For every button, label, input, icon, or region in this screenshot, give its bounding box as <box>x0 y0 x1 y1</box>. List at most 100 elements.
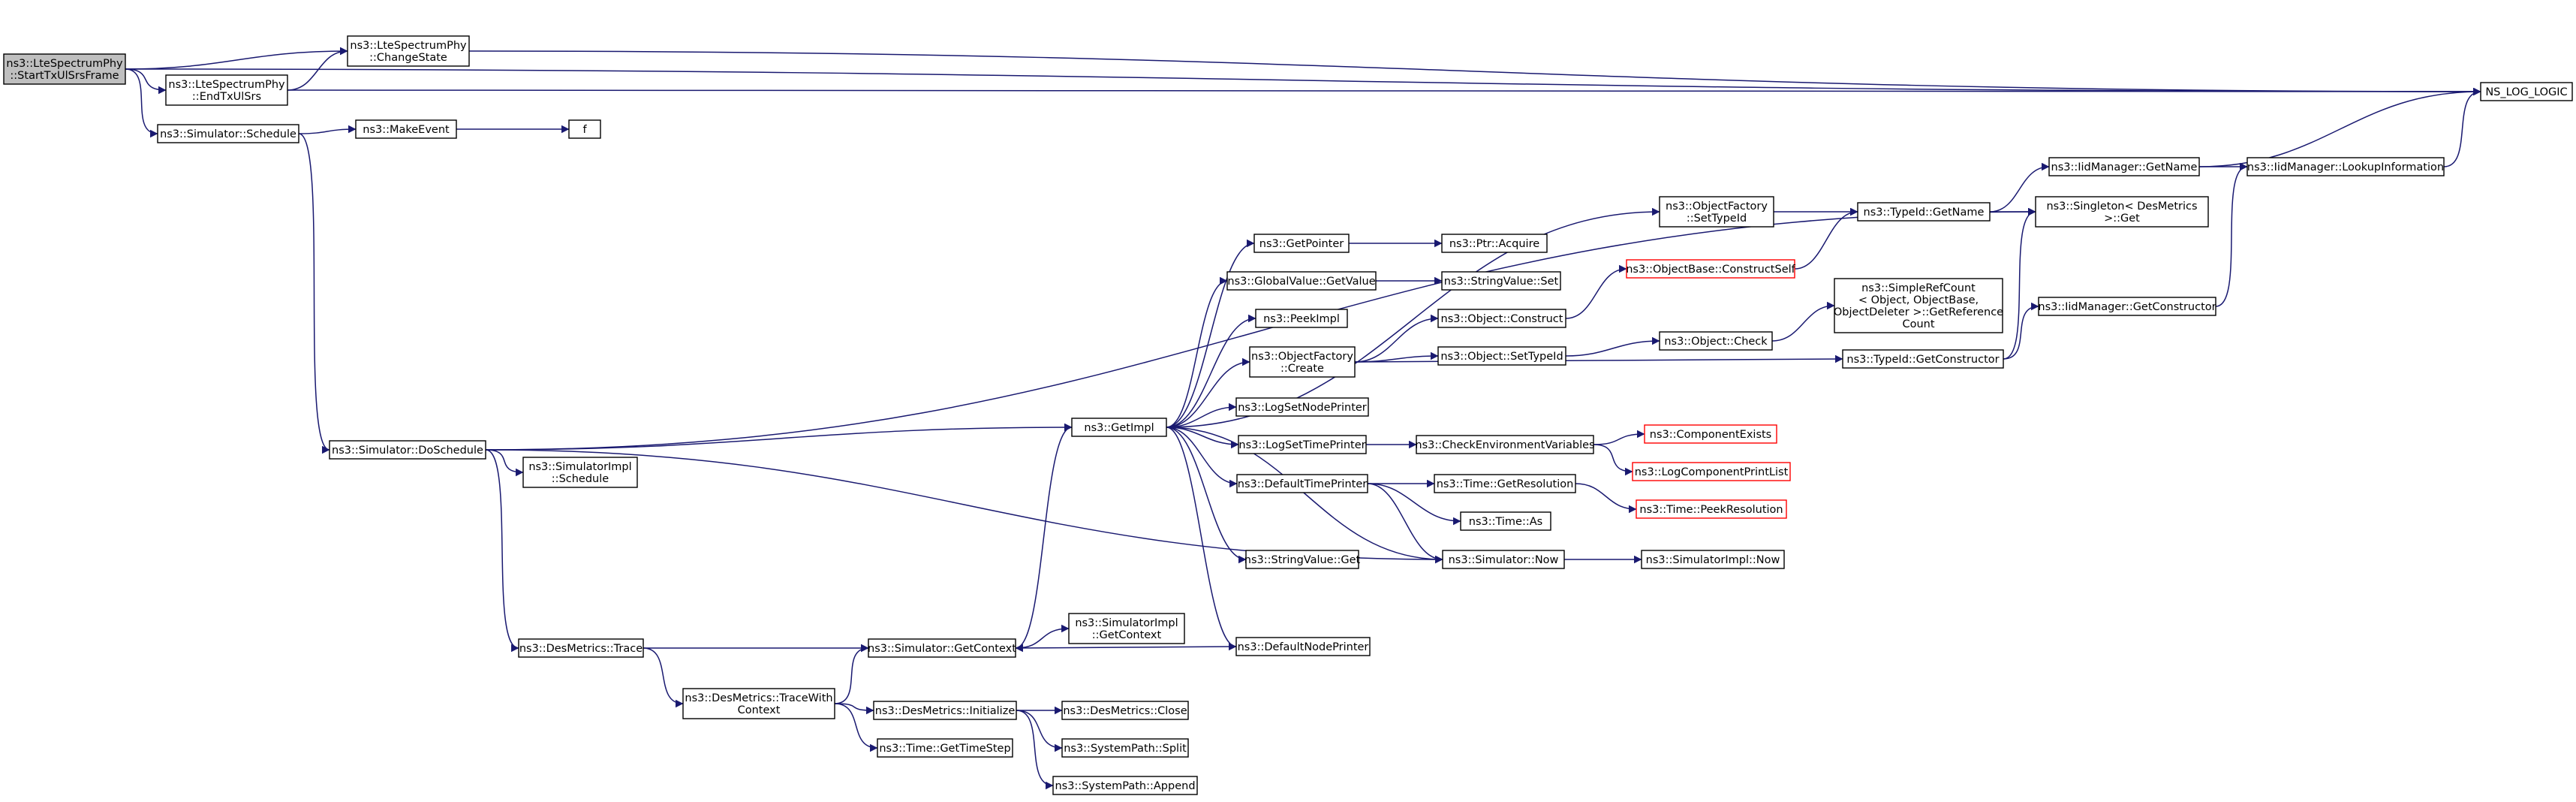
graph-node-iidmanagergetname[interactable]: ns3::IidManager::GetName <box>2048 157 2200 176</box>
node-box <box>873 701 1017 720</box>
graph-edge-iidmanagerlookup-to-nslog <box>2443 87 2481 167</box>
graph-node-f[interactable]: f <box>568 119 601 139</box>
graph-node-objectconstruct[interactable]: ns3::Object::Construct <box>1437 309 1566 328</box>
graph-node-objectcheck[interactable]: ns3::Object::Check <box>1659 331 1773 351</box>
graph-node-desmetricsclose[interactable]: ns3::DesMetrics::Close <box>1061 701 1189 720</box>
graph-node-globalvalueget[interactable]: ns3::GlobalValue::GetValue <box>1226 271 1377 291</box>
graph-node-objectsettypeid[interactable]: ns3::Object::SetTypeId <box>1437 346 1566 366</box>
graph-node-simulatornow[interactable]: ns3::Simulator::Now <box>1442 550 1565 569</box>
graph-node-peekimpl[interactable]: ns3::PeekImpl <box>1255 309 1348 328</box>
node-box <box>3 53 126 85</box>
graph-edge-simulatorgetcontext-to-getimpl <box>1015 423 1073 649</box>
graph-node-typeidgetconstructor[interactable]: ns3::TypeId::GetConstructor <box>1842 349 2004 369</box>
graph-edge-desmetricsinitialize-to-systempathappend <box>1016 710 1054 790</box>
graph-node-stringvalueset[interactable]: ns3::StringValue::Set <box>1441 271 1561 291</box>
graph-node-nslog[interactable]: NS_LOG_LOGIC <box>2480 82 2573 101</box>
graph-node-objectbaseconstructself[interactable]: ns3::ObjectBase::ConstructSelf <box>1626 259 1796 279</box>
graph-edge-root-to-endtx <box>125 68 167 95</box>
graph-edge-desmetricsinitialize-to-systempathsplit <box>1016 710 1063 752</box>
node-label: ns3::Time::GetTimeStep <box>879 743 1010 755</box>
graph-node-systempathappend[interactable]: ns3::SystemPath::Append <box>1052 776 1198 795</box>
graph-node-schedule[interactable]: ns3::Simulator::Schedule <box>157 124 299 143</box>
node-label: ns3::IidManager::GetConstructor <box>2038 301 2216 313</box>
node-box <box>868 638 1016 658</box>
node-label: ns3::Object::SetTypeId <box>1440 351 1563 363</box>
graph-edge-typeidgetname-to-iidmanagergetname <box>1989 162 2050 213</box>
node-box <box>1442 550 1565 569</box>
graph-node-checkenvvars[interactable]: ns3::CheckEnvironmentVariables <box>1415 435 1595 454</box>
graph-node-logsettimeprinter[interactable]: ns3::LogSetTimePrinter <box>1238 435 1367 454</box>
node-label: ns3::SystemPath::Split <box>1064 743 1187 755</box>
graph-edge-root-to-changestate <box>125 47 348 70</box>
graph-edge-doschedule-to-getimpl <box>485 423 1073 451</box>
graph-node-objfactsettypeid[interactable]: ns3::ObjectFactory::SetTypeId <box>1659 196 1774 228</box>
node-label: ns3::DesMetrics::Trace <box>519 643 642 655</box>
node-box <box>1460 511 1551 531</box>
graph-node-endtx[interactable]: ns3::LteSpectrumPhy::EndTxUlSrs <box>165 74 288 106</box>
graph-node-typeidgetname[interactable]: ns3::TypeId::GetName <box>1857 202 1991 222</box>
node-box <box>518 638 644 658</box>
graph-node-iidmanagerlookup[interactable]: ns3::IidManager::LookupInformation <box>2246 157 2445 176</box>
graph-node-getpointer[interactable]: ns3::GetPointer <box>1253 234 1350 253</box>
node-label: ns3::Object::Check <box>1664 336 1768 348</box>
node-label: ns3::DesMetrics::Initialize <box>875 705 1016 717</box>
node-label: ns3::DesMetrics::TraceWith <box>685 692 832 704</box>
graph-node-implschedule[interactable]: ns3::SimulatorImpl::Schedule <box>522 457 638 488</box>
node-box <box>1659 331 1773 351</box>
graph-node-logcomponentprintlist[interactable]: ns3::LogComponentPrintList <box>1632 462 1791 481</box>
graph-node-systempathsplit[interactable]: ns3::SystemPath::Split <box>1061 738 1189 758</box>
graph-edge-changestate-to-nslog <box>468 50 2481 96</box>
graph-node-getimpl[interactable]: ns3::GetImpl <box>1071 418 1167 437</box>
graph-edge-getimpl-to-defaulttimeprinter <box>1166 427 1238 488</box>
graph-node-iidmanagergetconstructor[interactable]: ns3::IidManager::GetConstructor <box>2038 297 2216 316</box>
graph-node-singletonget[interactable]: ns3::Singleton< DesMetrics >::Get <box>2035 196 2209 228</box>
node-label: ns3::Simulator::GetContext <box>868 643 1016 655</box>
graph-edge-getimpl-to-stringvalueget <box>1166 427 1247 564</box>
graph-node-stringvalueget[interactable]: ns3::StringValue::Get <box>1244 550 1361 569</box>
graph-node-timegetresolution[interactable]: ns3::Time::GetResolution <box>1434 474 1576 493</box>
graph-node-desmetricsinitialize[interactable]: ns3::DesMetrics::Initialize <box>873 701 1017 720</box>
node-box <box>1834 278 2003 333</box>
graph-node-timepeekresolution[interactable]: ns3::Time::PeekResolution <box>1636 499 1787 519</box>
node-label: ns3::LteSpectrumPhy <box>6 58 123 70</box>
node-label: ::EndTxUlSrs <box>192 91 261 103</box>
graph-node-timeas[interactable]: ns3::Time::As <box>1460 511 1551 531</box>
graph-edge-getimpl-to-logsetnodeprinter <box>1166 403 1237 428</box>
graph-node-root[interactable]: ns3::LteSpectrumPhy::StartTxUlSrsFrame <box>3 53 126 85</box>
node-label: ::Schedule <box>552 473 609 485</box>
node-box <box>165 74 288 106</box>
graph-node-ptracquire[interactable]: ns3::Ptr::Acquire <box>1441 234 1548 253</box>
node-label: ns3::MakeEvent <box>363 124 450 136</box>
graph-node-doschedule[interactable]: ns3::Simulator::DoSchedule <box>329 440 486 460</box>
graph-node-simplerefcount[interactable]: ns3::SimpleRefCount< Object, ObjectBase,… <box>1834 278 2003 333</box>
node-label: ns3::PeekImpl <box>1263 313 1340 325</box>
graph-node-simulatorimplgetcontext[interactable]: ns3::SimulatorImpl::GetContext <box>1068 613 1185 644</box>
node-label: ns3::DefaultNodePrinter <box>1238 641 1369 653</box>
node-box <box>1226 271 1377 291</box>
node-box <box>1437 309 1566 328</box>
graph-edge-simulatorgetcontext-to-simulatorimplgetcontext <box>1015 624 1070 649</box>
graph-edge-iidmanagergetconstructor-to-iidmanagerlookup <box>2215 162 2248 307</box>
graph-edge-root-to-nslog <box>125 68 2481 96</box>
graph-edge-typeidgetconstructor-to-iidmanagergetconstructor <box>2003 302 2039 360</box>
graph-node-objfactcreate[interactable]: ns3::ObjectFactory::Create <box>1249 346 1356 378</box>
graph-node-timegettimestep[interactable]: ns3::Time::GetTimeStep <box>877 738 1013 758</box>
graph-node-simulatorgetcontext[interactable]: ns3::Simulator::GetContext <box>868 638 1016 658</box>
graph-node-makeevent[interactable]: ns3::MakeEvent <box>355 119 457 139</box>
node-box <box>1659 196 1774 228</box>
graph-node-changestate[interactable]: ns3::LteSpectrumPhy::ChangeState <box>347 35 470 67</box>
node-label: ObjectDeleter >::GetReference <box>1834 306 2003 318</box>
node-label: ns3::ObjectFactory <box>1666 200 1768 213</box>
graph-node-defaulttimeprinter[interactable]: ns3::DefaultTimePrinter <box>1236 474 1368 493</box>
node-label: ns3::LogComponentPrintList <box>1635 466 1789 478</box>
graph-node-componentexists[interactable]: ns3::ComponentExists <box>1644 424 1777 444</box>
node-label: ns3::CheckEnvironmentVariables <box>1415 439 1594 451</box>
node-label: ns3::DefaultTimePrinter <box>1238 478 1367 490</box>
graph-node-logsetnodeprinter[interactable]: ns3::LogSetNodePrinter <box>1235 397 1369 417</box>
node-box <box>1255 309 1348 328</box>
graph-node-simulatorimplnow[interactable]: ns3::SimulatorImpl::Now <box>1641 550 1785 569</box>
graph-node-desmetricstrace[interactable]: ns3::DesMetrics::Trace <box>518 638 644 658</box>
graph-node-defaultnodeprinter[interactable]: ns3::DefaultNodePrinter <box>1235 637 1371 656</box>
graph-edge-getimpl-to-defaultnodeprinter <box>1166 427 1237 651</box>
